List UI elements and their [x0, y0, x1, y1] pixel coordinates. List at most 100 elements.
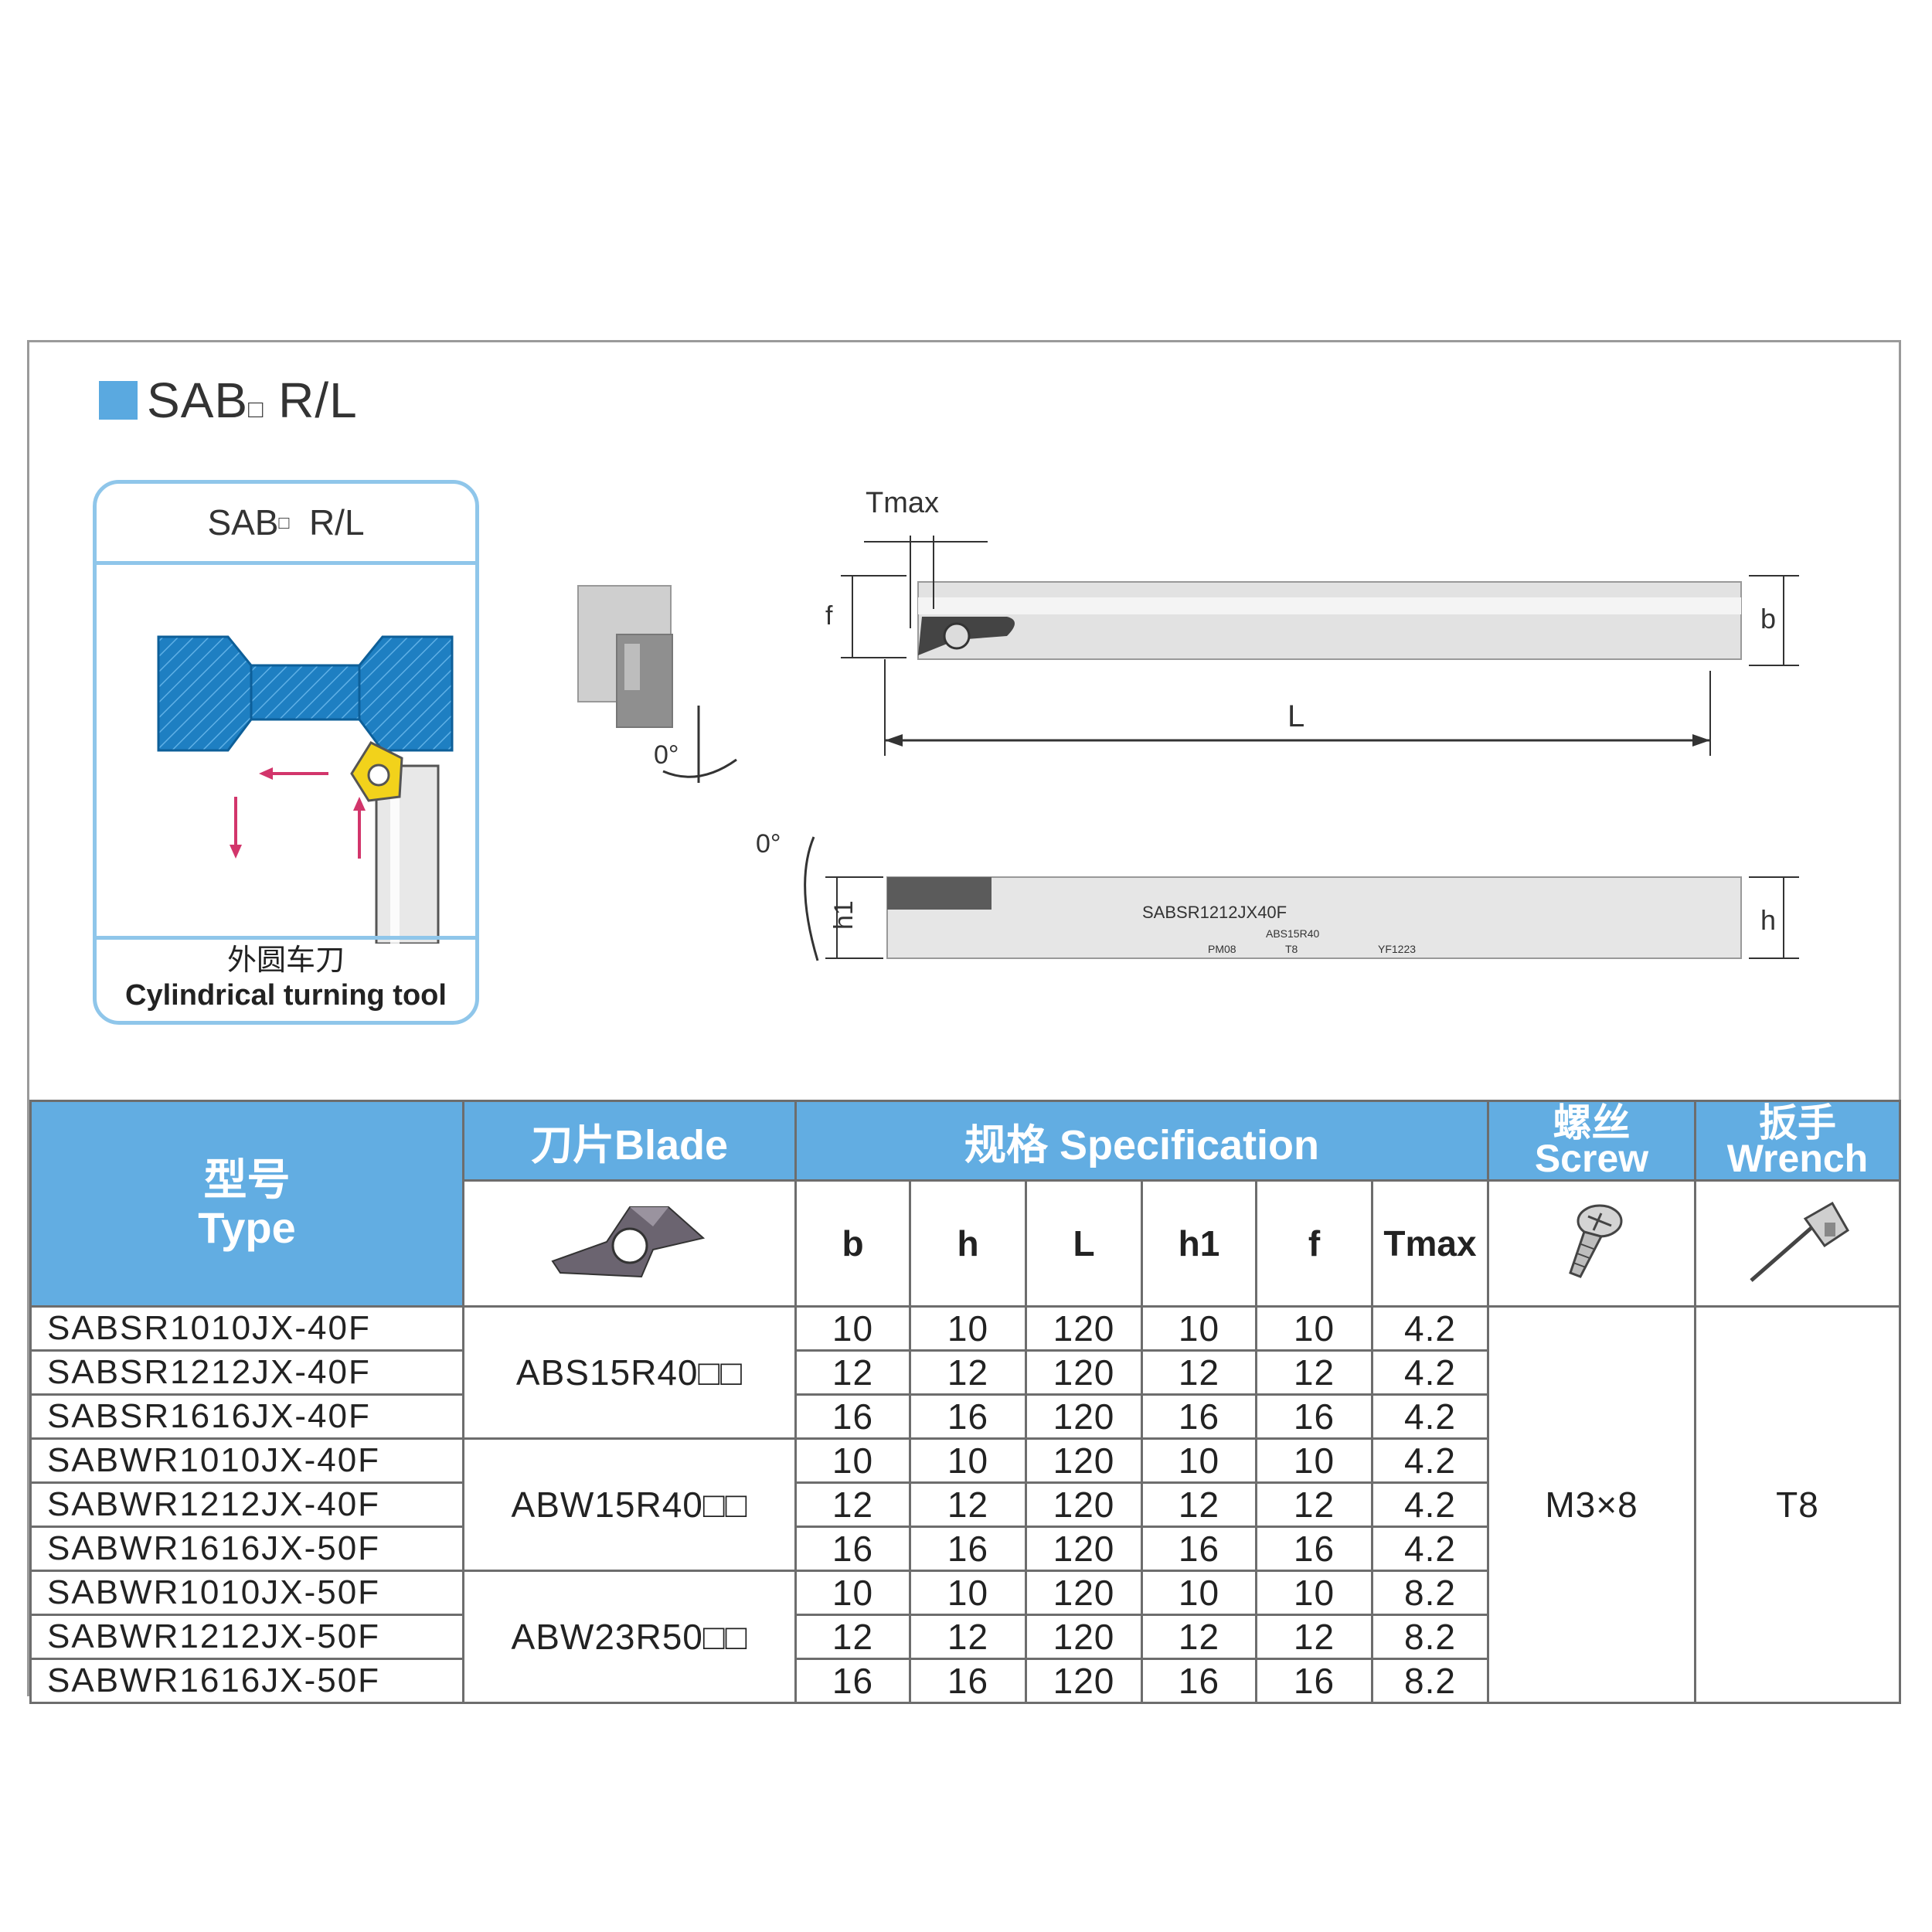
dim-h1: h1	[1141, 1179, 1257, 1308]
wrench-icon-cell	[1694, 1179, 1901, 1308]
cell-h1: 12	[1141, 1614, 1257, 1660]
blade-abs15r40: ABS15R40□□	[462, 1305, 797, 1440]
cell-h1: 16	[1141, 1393, 1257, 1440]
catalog-sheet: SAB□ R/L SAB□ R/L	[27, 340, 1901, 1704]
cell-h1: 10	[1141, 1305, 1257, 1352]
screw-icon-cell	[1487, 1179, 1696, 1308]
cell-h1: 10	[1141, 1437, 1257, 1484]
table-row: SABWR1010JX-40F ABW15R40□□ 10 10 120 10 …	[29, 1437, 1900, 1572]
dim-f: f	[1255, 1179, 1373, 1308]
header-specification: 规格 Specification	[794, 1100, 1489, 1182]
row-type: SABSR1010JX-40F	[29, 1305, 464, 1352]
row-type: SABWR1212JX-40F	[29, 1481, 464, 1528]
cell-b: 10	[794, 1437, 911, 1484]
cell-L: 120	[1025, 1437, 1143, 1484]
cell-f: 16	[1255, 1393, 1373, 1440]
cell-h: 10	[909, 1570, 1027, 1616]
screw-icon	[1568, 1204, 1622, 1278]
cell-tmax: 4.2	[1371, 1437, 1489, 1484]
table-row: SABWR1010JX-50F ABW23R50□□ 10 10 120 10 …	[29, 1570, 1900, 1704]
cell-h: 10	[909, 1305, 1027, 1352]
cell-f: 10	[1255, 1305, 1373, 1352]
dim-h: h	[909, 1179, 1027, 1308]
tool-dimension-diagram: 0° Tmax f b	[577, 487, 1799, 961]
cell-h: 10	[909, 1437, 1027, 1484]
title-main: SAB□ R/L	[147, 372, 358, 428]
table-row: SABSR1010JX-40F ABS15R40□□ 10 10 120 10 …	[29, 1305, 1901, 1704]
bar-mark-code: YF1223	[1378, 943, 1416, 955]
cell-b: 16	[794, 1526, 911, 1572]
table-row: SABWR1212JX-40F 12 12 120 12 12 4.2	[29, 1481, 1900, 1528]
b-label: b	[1760, 603, 1776, 634]
cell-h1: 12	[1141, 1481, 1257, 1528]
f-label: f	[825, 601, 833, 631]
cell-tmax: 8.2	[1371, 1658, 1489, 1704]
bar-mark-grade: PM08	[1208, 943, 1236, 955]
header-wrench: 扳手 Wrench	[1694, 1100, 1901, 1182]
header-screw: 螺丝 Screw	[1487, 1100, 1696, 1182]
blade-insert-icon	[550, 1206, 705, 1277]
row-type: SABSR1212JX-40F	[29, 1349, 464, 1396]
cell-L: 120	[1025, 1614, 1143, 1660]
cell-b: 12	[794, 1349, 911, 1396]
row-type: SABWR1010JX-50F	[29, 1570, 464, 1616]
toolholder-top-view: Tmax f b L	[825, 487, 1799, 756]
screw-value: M3×8	[1487, 1305, 1696, 1704]
cell-f: 10	[1255, 1570, 1373, 1616]
row-type: SABWR1616JX-50F	[29, 1526, 464, 1572]
table-row: SABSR1212JX-40F 12 12 120 12 12 4.2	[29, 1349, 1900, 1396]
cell-b: 10	[794, 1570, 911, 1616]
card-caption: 外圆车刀 Cylindrical turning tool	[97, 936, 475, 1021]
cell-f: 16	[1255, 1658, 1373, 1704]
cell-h: 16	[909, 1658, 1027, 1704]
cell-tmax: 4.2	[1371, 1349, 1489, 1396]
cell-L: 120	[1025, 1658, 1143, 1704]
table-row: SABSR1616JX-40F 16 16 120 16 16 4.2	[29, 1393, 1900, 1440]
cell-tmax: 4.2	[1371, 1393, 1489, 1440]
cell-L: 120	[1025, 1349, 1143, 1396]
cell-b: 16	[794, 1393, 911, 1440]
tool-card: SAB□ R/L 外圆车刀 C	[93, 480, 479, 1025]
tmax-label: Tmax	[866, 487, 939, 519]
dim-b: b	[794, 1179, 911, 1308]
title-square-icon	[99, 381, 138, 420]
cell-h1: 16	[1141, 1658, 1257, 1704]
cell-h1: 10	[1141, 1570, 1257, 1616]
cell-tmax: 4.2	[1371, 1481, 1489, 1528]
blade-abw15r40: ABW15R40□□	[462, 1437, 797, 1572]
angle-label-bottom: 0°	[756, 829, 781, 859]
h1-label: h1	[829, 900, 859, 930]
cell-f: 12	[1255, 1614, 1373, 1660]
cell-h: 12	[909, 1614, 1027, 1660]
cell-L: 120	[1025, 1526, 1143, 1572]
L-label: L	[1287, 699, 1304, 733]
cell-L: 120	[1025, 1305, 1143, 1352]
wrench-value: T8	[1694, 1305, 1901, 1704]
cell-h: 16	[909, 1526, 1027, 1572]
cell-L: 120	[1025, 1393, 1143, 1440]
header-type: 型号 Type	[29, 1100, 464, 1308]
cell-b: 10	[794, 1305, 911, 1352]
cell-h: 12	[909, 1481, 1027, 1528]
cell-tmax: 8.2	[1371, 1570, 1489, 1616]
cell-f: 12	[1255, 1481, 1373, 1528]
cell-h1: 12	[1141, 1349, 1257, 1396]
dim-L: L	[1025, 1179, 1143, 1308]
cell-b: 16	[794, 1658, 911, 1704]
blade-icon-cell	[462, 1179, 797, 1308]
row-type: SABWR1010JX-40F	[29, 1437, 464, 1484]
cell-tmax: 4.2	[1371, 1526, 1489, 1572]
cylindrical-turning-illustration	[157, 635, 454, 944]
blade-abw23r50: ABW23R50□□	[462, 1570, 797, 1704]
cell-h1: 16	[1141, 1526, 1257, 1572]
caption-cn: 外圆车刀	[226, 944, 345, 977]
cell-h: 12	[909, 1349, 1027, 1396]
insert-side-view: 0°	[577, 585, 737, 783]
cell-f: 12	[1255, 1349, 1373, 1396]
dim-tmax: Tmax	[1371, 1179, 1489, 1308]
caption-en: Cylindrical turning tool	[125, 979, 447, 1012]
bar-marking: SABSR1212JX40F	[1142, 903, 1287, 922]
table-row: SABWR1616JX-50F 16 16 120 16 16 8.2	[29, 1658, 1900, 1704]
bar-mark-blade: ABS15R40	[1266, 927, 1319, 940]
cell-b: 12	[794, 1481, 911, 1528]
